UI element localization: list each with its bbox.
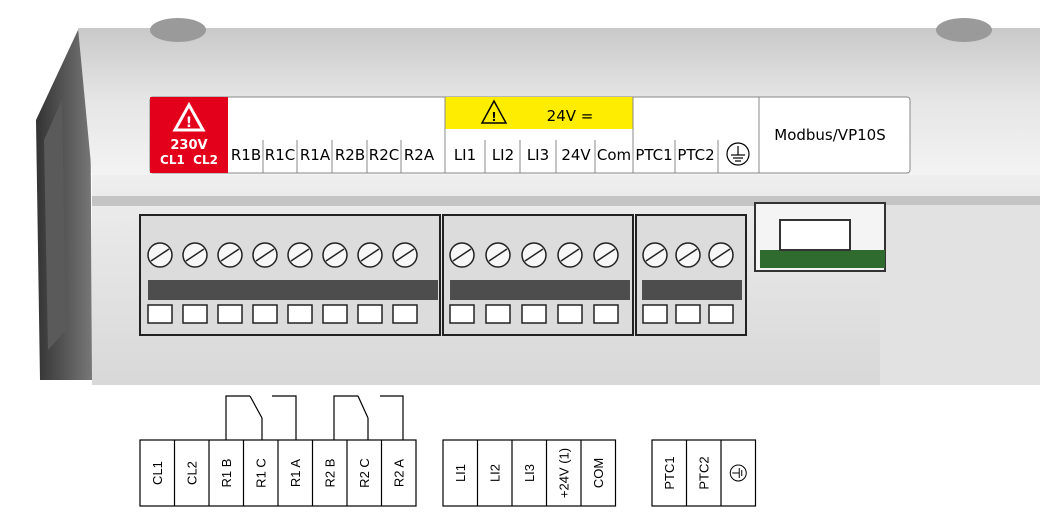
terminal-label: LI1 bbox=[453, 464, 468, 482]
terminal-label: R2 B bbox=[322, 459, 337, 488]
terminal-opening bbox=[182, 304, 208, 324]
mount-hole-left bbox=[150, 18, 206, 42]
terminal-screw-icon bbox=[322, 242, 348, 268]
terminal-label: R1 A bbox=[288, 459, 303, 488]
relay-labels: R1B R1C R1A R2B R2C R2A bbox=[231, 146, 435, 164]
warning-voltage: 230V bbox=[170, 138, 207, 153]
ptc-label: PTC1 bbox=[635, 146, 672, 164]
ptc-label: PTC2 bbox=[677, 146, 714, 164]
logic-label: LI2 bbox=[492, 146, 514, 164]
terminal-screw-icon bbox=[557, 242, 583, 268]
logic-label: LI3 bbox=[527, 146, 549, 164]
terminal-opening bbox=[217, 304, 243, 324]
terminal-screw-icon bbox=[521, 242, 547, 268]
terminal-opening bbox=[485, 304, 511, 324]
terminal-label: LI3 bbox=[522, 464, 537, 482]
terminal-label: PTC1 bbox=[662, 456, 677, 489]
mount-hole-right bbox=[936, 18, 992, 42]
connector-power-band bbox=[148, 280, 438, 300]
housing-right-step bbox=[880, 205, 1040, 385]
terminal-opening bbox=[593, 304, 619, 324]
label-strip: ! 230V CL1 CL2 R1B R1C R1A R2B R2C R2A !… bbox=[149, 96, 911, 174]
terminal-openings bbox=[147, 304, 734, 324]
relay-label: R2A bbox=[404, 146, 435, 164]
terminal-block-power: CL1 CL2 R1 B R1 C R1 A R2 B R2 C R2 A bbox=[139, 439, 417, 507]
terminal-connectors bbox=[139, 202, 886, 336]
terminal-opening bbox=[642, 304, 668, 324]
modbus-pcb bbox=[760, 250, 885, 268]
housing-ridge bbox=[92, 196, 1040, 206]
logic-warning-mark: ! bbox=[491, 110, 496, 124]
terminal-opening bbox=[449, 304, 475, 324]
terminal-block-logic: LI1 LI2 LI3 +24V (1) COM bbox=[442, 439, 617, 507]
housing-left-slot bbox=[44, 100, 66, 350]
terminal-opening bbox=[322, 304, 348, 324]
terminal-opening bbox=[357, 304, 383, 324]
relay-label: R2B bbox=[335, 146, 365, 164]
terminal-opening bbox=[287, 304, 313, 324]
warning-exclamation-icon: ! bbox=[186, 115, 192, 131]
terminal-label: COM bbox=[591, 458, 606, 488]
terminal-label: R1 B bbox=[219, 459, 234, 488]
terminal-screw-icon bbox=[485, 242, 511, 268]
terminal-screw-icon bbox=[675, 242, 701, 268]
ground-icon bbox=[729, 464, 747, 482]
terminal-screw-icon bbox=[147, 242, 173, 268]
terminal-opening bbox=[392, 304, 418, 324]
logic-label: 24V bbox=[561, 146, 591, 164]
terminal-screw-icon bbox=[252, 242, 278, 268]
logic-header: 24V = bbox=[547, 107, 594, 125]
terminal-screw-icon bbox=[593, 242, 619, 268]
ground-icon bbox=[726, 142, 750, 166]
logic-header-panel bbox=[445, 97, 633, 129]
terminal-opening bbox=[521, 304, 547, 324]
terminal-screws bbox=[147, 242, 734, 268]
warning-triangle-icon bbox=[172, 101, 206, 132]
connector-logic-band bbox=[450, 280, 630, 300]
terminal-label: LI2 bbox=[487, 464, 502, 482]
terminal-label: R1 C bbox=[253, 458, 268, 488]
terminal-screw-icon bbox=[182, 242, 208, 268]
logic-warning-icon bbox=[480, 99, 508, 124]
terminal-screw-icon bbox=[708, 242, 734, 268]
terminal-label: R2 C bbox=[357, 458, 372, 488]
terminal-screw-icon bbox=[287, 242, 313, 268]
logic-labels: LI1 LI2 LI3 24V Com bbox=[454, 146, 631, 164]
terminal-screw-icon bbox=[392, 242, 418, 268]
warning-panel bbox=[150, 97, 228, 173]
terminal-opening bbox=[557, 304, 583, 324]
terminal-label: +24V (1) bbox=[556, 448, 571, 498]
modbus-label: Modbus/VP10S bbox=[774, 126, 885, 144]
terminal-opening bbox=[708, 304, 734, 324]
terminal-label: R2 A bbox=[391, 459, 406, 488]
relay-label: R2C bbox=[369, 146, 399, 164]
modbus-socket bbox=[779, 219, 851, 251]
warning-terminals: CL1 CL2 bbox=[160, 153, 218, 167]
terminal-opening bbox=[147, 304, 173, 324]
terminal-label: CL2 bbox=[184, 461, 199, 485]
terminal-label: CL1 bbox=[150, 461, 165, 485]
logic-label: Com bbox=[597, 146, 631, 164]
terminal-screw-icon bbox=[642, 242, 668, 268]
connector-ptc-band bbox=[642, 280, 742, 300]
relay-label: R1B bbox=[231, 146, 261, 164]
terminal-schematic: CL1 CL2 R1 B R1 C R1 A R2 B R2 C R2 A LI1 LI2 LI3 +… bbox=[139, 439, 757, 507]
terminal-screw-icon bbox=[217, 242, 243, 268]
terminal-screw-icon bbox=[357, 242, 383, 268]
terminal-block-ptc: PTC1 PTC2 bbox=[651, 439, 757, 507]
terminal-opening bbox=[252, 304, 278, 324]
logic-label: LI1 bbox=[454, 146, 476, 164]
terminal-screw-icon bbox=[449, 242, 475, 268]
relay-label: R1C bbox=[265, 146, 295, 164]
relay-contact-schematic bbox=[225, 395, 404, 440]
relay-label: R1A bbox=[300, 146, 331, 164]
terminal-label: PTC2 bbox=[696, 456, 711, 489]
terminal-opening bbox=[675, 304, 701, 324]
